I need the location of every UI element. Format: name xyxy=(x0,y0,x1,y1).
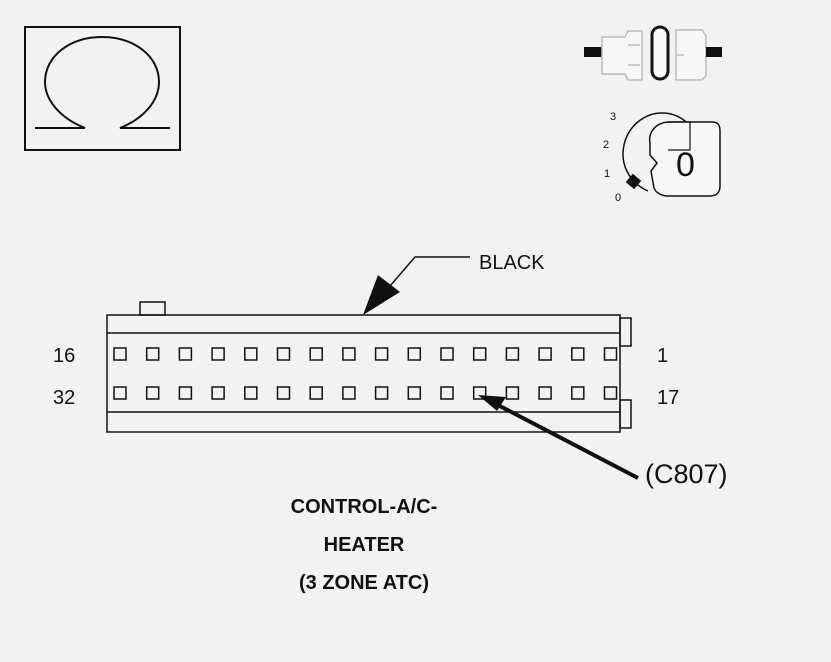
connector-color-label: BLACK xyxy=(479,252,545,274)
pin-cavity-22 xyxy=(440,386,454,400)
pin-cavity-5 xyxy=(472,347,487,361)
pin-cavity-7 xyxy=(407,347,422,361)
pin-cavity-25 xyxy=(342,386,356,400)
pin-label-17: 17 xyxy=(657,387,679,409)
pin-cavity-16 xyxy=(113,347,127,361)
pin-cavity-20 xyxy=(505,386,520,400)
pin-cavity-30 xyxy=(178,386,193,400)
pin-cavity-31 xyxy=(145,386,160,400)
pin-cavity-17 xyxy=(603,386,618,400)
pin-label-16: 16 xyxy=(53,345,75,367)
connector-caption: CONTROL-A/C- HEATER (3 ZONE ATC) xyxy=(214,492,514,606)
pin-cavity-2 xyxy=(571,347,585,361)
pin-cavity-32 xyxy=(113,386,127,400)
reference-callout: (C807) xyxy=(478,395,728,489)
key-position-2: 2 xyxy=(603,139,609,151)
pin-cavity-14 xyxy=(178,347,193,361)
pin-cavity-29 xyxy=(211,386,225,400)
connector-reference: (C807) xyxy=(645,459,728,489)
ignition-key-icon: 3 2 1 0 0 xyxy=(603,111,721,204)
pin-cavity-1 xyxy=(603,347,618,361)
key-position-1: 1 xyxy=(604,168,610,180)
key-position-0: 0 xyxy=(615,192,621,204)
pin-cavity-23 xyxy=(407,386,422,400)
pin-cavity-9 xyxy=(342,347,356,361)
pin-cavity-12 xyxy=(244,347,258,361)
caption-line-3: (3 ZONE ATC) xyxy=(299,572,429,594)
pin-cavity-24 xyxy=(374,386,389,400)
connector-body xyxy=(106,301,632,433)
pin-row-bottom xyxy=(113,386,618,400)
pin-row-top xyxy=(113,347,618,361)
pin-cavity-3 xyxy=(538,347,552,361)
connector-disconnect-icon xyxy=(584,25,722,81)
ohm-symbol-icon xyxy=(24,26,181,151)
pin-cavity-6 xyxy=(440,347,454,361)
caption-line-1: CONTROL-A/C- xyxy=(290,496,438,518)
pin-label-1: 1 xyxy=(657,345,668,367)
pin-cavity-21 xyxy=(472,386,487,400)
pin-cavity-4 xyxy=(505,347,520,361)
caption-line-2: HEATER xyxy=(323,534,405,556)
pin-cavity-10 xyxy=(309,347,323,361)
pin-cavity-8 xyxy=(374,347,389,361)
key-position-3: 3 xyxy=(610,111,616,123)
pin-cavity-19 xyxy=(538,386,552,400)
color-callout: BLACK xyxy=(363,252,545,315)
pin-cavity-27 xyxy=(276,386,291,400)
key-current-position: 0 xyxy=(676,146,695,184)
pin-cavity-18 xyxy=(571,386,585,400)
pin-cavity-13 xyxy=(211,347,225,361)
pin-cavity-28 xyxy=(244,386,258,400)
pin-cavity-15 xyxy=(145,347,160,361)
pin-cavity-26 xyxy=(309,386,323,400)
pin-label-32: 32 xyxy=(53,387,75,409)
pin-cavity-11 xyxy=(276,347,291,361)
